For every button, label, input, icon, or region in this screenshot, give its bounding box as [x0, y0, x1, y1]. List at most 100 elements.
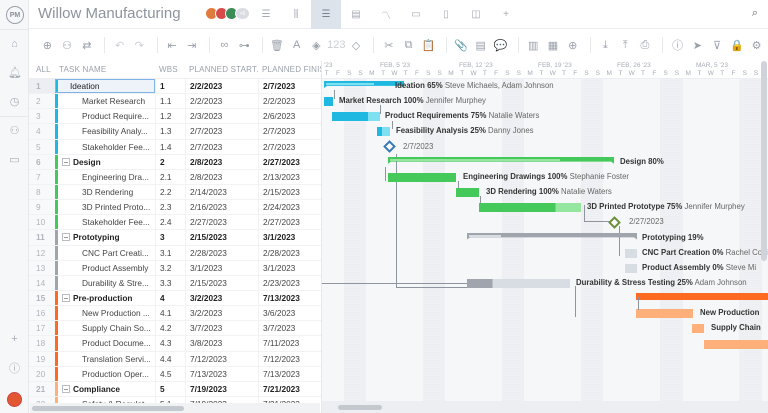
planned-start-cell[interactable]: 2/27/2023: [185, 215, 258, 230]
summary-bar[interactable]: [388, 157, 614, 164]
task-bar[interactable]: [332, 112, 380, 122]
task-bar[interactable]: [456, 188, 479, 198]
planned-start-cell[interactable]: 2/15/2023: [185, 275, 258, 290]
tab-add-view[interactable]: +: [503, 9, 509, 20]
collapse-toggle-icon[interactable]: [62, 384, 70, 393]
copy-icon[interactable]: ⧉: [404, 38, 413, 51]
task-name-cell[interactable]: Product Require...: [55, 109, 155, 124]
wbs-cell[interactable]: 1: [155, 79, 185, 94]
task-name-cell[interactable]: Feasibility Analy...: [55, 124, 155, 139]
task-name-cell[interactable]: CNC Part Creati...: [55, 245, 155, 260]
planned-start-cell[interactable]: 2/2/2023: [185, 79, 258, 94]
zoom-icon[interactable]: ⊕: [568, 39, 578, 52]
tab-sheet-view[interactable]: ▤: [351, 9, 361, 20]
planned-finish-cell[interactable]: 7/13/2023: [258, 290, 321, 306]
print-icon[interactable]: ⎙: [640, 38, 650, 51]
planned-finish-cell[interactable]: 2/15/2023: [258, 184, 321, 200]
filter-icon[interactable]: ⊽: [713, 39, 722, 52]
task-bar[interactable]: [636, 309, 693, 319]
col-planned-start[interactable]: PLANNED START...: [189, 65, 258, 74]
planned-finish-cell[interactable]: 2/7/2023: [258, 139, 321, 154]
task-name-cell[interactable]: Market Research: [55, 94, 155, 109]
task-bar[interactable]: [479, 203, 581, 213]
wbs-cell[interactable]: 5: [155, 381, 185, 396]
task-bar[interactable]: [625, 248, 637, 258]
indent-icon[interactable]: ⇥: [187, 39, 197, 52]
wbs-cell[interactable]: 1.3: [155, 124, 185, 139]
wbs-cell[interactable]: 4: [155, 290, 185, 306]
task-name-cell[interactable]: Durability & Stre...: [55, 275, 155, 290]
planned-start-cell[interactable]: 3/7/2023: [185, 321, 258, 336]
planned-start-cell[interactable]: 2/7/2023: [185, 124, 258, 139]
planned-start-cell[interactable]: 2/28/2023: [185, 245, 258, 260]
col-task-name[interactable]: TASK NAME: [59, 65, 107, 74]
task-name-cell[interactable]: New Production ...: [55, 306, 155, 321]
planned-finish-cell[interactable]: 2/23/2023: [258, 275, 321, 290]
settings-icon[interactable]: ⚙: [751, 39, 762, 52]
planned-start-cell[interactable]: 7/13/2023: [185, 366, 258, 381]
briefcase-icon[interactable]: ▭: [9, 154, 20, 166]
gantt-horizontal-scrollbar[interactable]: [322, 401, 768, 413]
task-bar[interactable]: [692, 324, 704, 334]
planned-finish-cell[interactable]: 2/2/2023: [258, 94, 321, 109]
wbs-cell[interactable]: 3.1: [155, 245, 185, 260]
wbs-cell[interactable]: 3.2: [155, 260, 185, 275]
planned-start-cell[interactable]: 2/8/2023: [185, 169, 258, 184]
planned-start-cell[interactable]: 3/2/2023: [185, 306, 258, 321]
lock-icon[interactable]: 🔒: [729, 39, 744, 52]
task-bar[interactable]: [625, 263, 637, 273]
tab-files-view[interactable]: ▯: [443, 9, 449, 20]
pm-logo[interactable]: PM: [6, 6, 24, 24]
task-name-cell[interactable]: Translation Servi...: [55, 351, 155, 366]
task-name-cell[interactable]: 3D Rendering: [55, 184, 155, 200]
milestone-diamond-icon[interactable]: [383, 140, 396, 153]
text-color-icon[interactable]: A: [292, 39, 301, 51]
planned-start-cell[interactable]: 3/8/2023: [185, 336, 258, 351]
planned-start-cell[interactable]: 2/3/2023: [185, 109, 258, 124]
collapse-toggle-icon[interactable]: [62, 233, 70, 242]
planned-start-cell[interactable]: 2/7/2023: [185, 139, 258, 154]
planned-start-cell[interactable]: 3/1/2023: [185, 260, 258, 275]
grid-horizontal-scrollbar[interactable]: [30, 403, 320, 413]
task-name-cell[interactable]: Supply Chain So...: [55, 321, 155, 336]
task-name-cell[interactable]: Prototyping: [55, 230, 155, 245]
attach-icon[interactable]: 📎: [454, 39, 468, 52]
wbs-cell[interactable]: 1.4: [155, 139, 185, 154]
paste-icon[interactable]: 📋: [421, 39, 436, 52]
planned-finish-cell[interactable]: 7/11/2023: [258, 336, 321, 351]
planned-finish-cell[interactable]: 7/13/2023: [258, 366, 321, 381]
cut-icon[interactable]: ✂: [384, 39, 394, 52]
task-name-cell[interactable]: Design: [55, 154, 155, 169]
planned-finish-cell[interactable]: 2/27/2023: [258, 154, 321, 169]
task-name-cell[interactable]: 3D Printed Proto...: [55, 200, 155, 215]
wbs-cell[interactable]: 4.3: [155, 336, 185, 351]
wbs-cell[interactable]: 4.2: [155, 321, 185, 336]
undo-icon[interactable]: ↶: [114, 39, 125, 52]
plus-icon[interactable]: +: [11, 333, 18, 345]
task-name-cell[interactable]: Stakeholder Fee...: [55, 139, 155, 154]
summary-bar[interactable]: [467, 233, 637, 240]
wbs-cell[interactable]: 1.2: [155, 109, 185, 124]
help-icon[interactable]: ⓘ: [9, 363, 20, 375]
redo-icon[interactable]: ↷: [134, 39, 144, 52]
planned-start-cell[interactable]: 2/14/2023: [185, 184, 258, 200]
task-name-cell[interactable]: Engineering Dra...: [55, 169, 155, 184]
scroll-thumb[interactable]: [338, 405, 382, 410]
wbs-cell[interactable]: 2: [155, 154, 185, 169]
planned-finish-cell[interactable]: 7/12/2023: [258, 351, 321, 366]
summary-bar[interactable]: [324, 81, 404, 88]
tab-calendar-view[interactable]: ▭: [411, 9, 421, 20]
planned-start-cell[interactable]: 2/8/2023: [185, 154, 258, 169]
planned-finish-cell[interactable]: 3/7/2023: [258, 321, 321, 336]
